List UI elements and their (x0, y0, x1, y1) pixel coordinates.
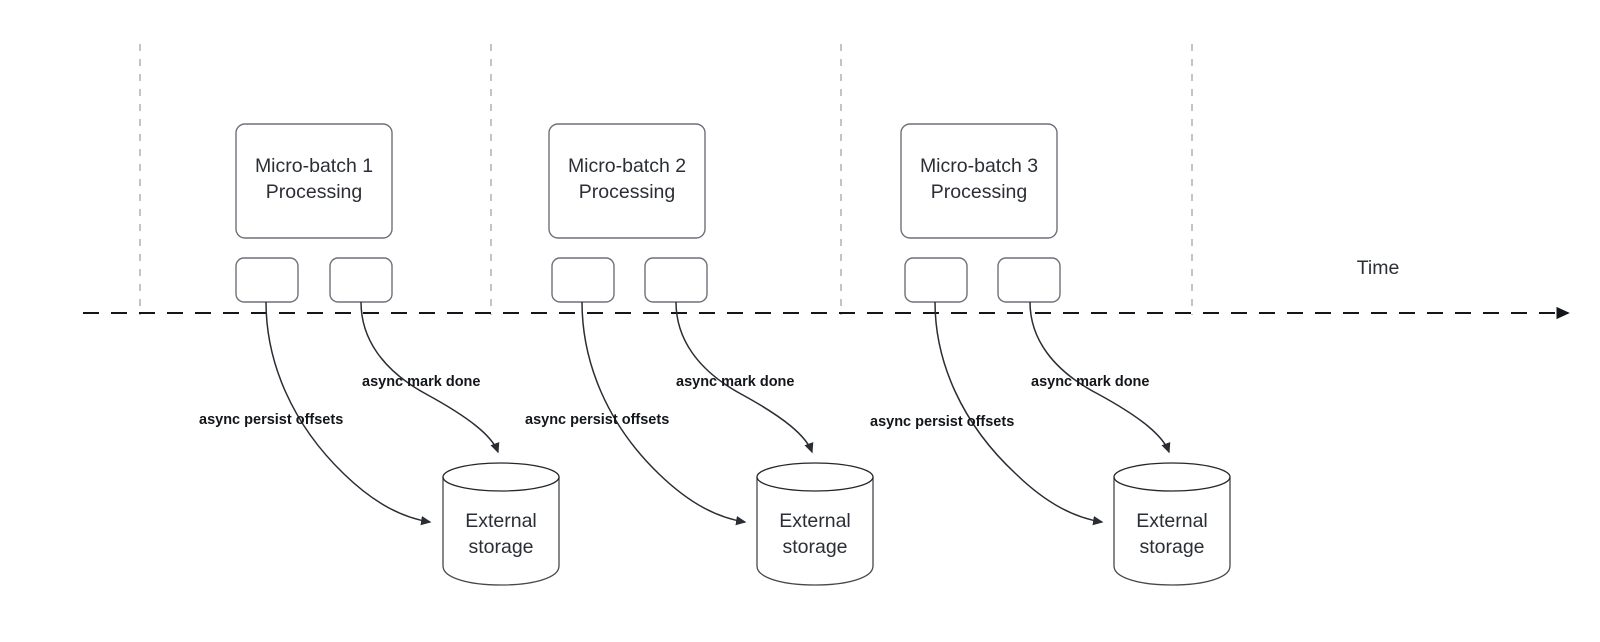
persist-offsets-task-box-2[interactable] (551, 257, 615, 303)
external-storage-cylinder-2[interactable]: External storage (756, 462, 874, 586)
time-axis-label: Time (1357, 257, 1400, 279)
async-persist-offsets-label-2: async persist offsets (525, 412, 669, 428)
process-box-2[interactable] (548, 123, 706, 239)
async-persist-offsets-curve-3 (934, 301, 1104, 526)
async-persist-offsets-curve-1 (265, 301, 432, 526)
external-storage-cylinder-3[interactable]: External storage (1113, 462, 1231, 586)
process-box-3-line1: Micro-batch 3 (920, 155, 1038, 177)
cylinder-label-1-line2: storage (468, 536, 533, 558)
process-box-1-line2: Processing (266, 181, 362, 203)
async-mark-done-curve-1 (360, 301, 500, 454)
cylinder-body-3 (1113, 476, 1231, 586)
micro-batch-group-2: Micro-batch 2 Processing async persist o… (525, 123, 874, 586)
cylinder-top-3 (1113, 462, 1231, 492)
persist-offsets-task-box-3[interactable] (904, 257, 968, 303)
cylinder-label-1-line1: External (465, 510, 537, 532)
tick-line-group (139, 44, 1193, 315)
mark-done-task-box-1[interactable] (329, 257, 393, 303)
process-box-2-line1: Micro-batch 2 (568, 155, 686, 177)
cylinder-label-2-line1: External (779, 510, 851, 532)
async-persist-offsets-label-3: async persist offsets (870, 414, 1014, 430)
micro-batch-group-1: Micro-batch 1 Processing async persist o… (199, 123, 560, 586)
cylinder-label-3-line2: storage (1139, 536, 1204, 558)
cylinder-body-2 (756, 476, 874, 586)
async-mark-done-label-1: async mark done (362, 374, 480, 390)
async-mark-done-curve-2 (675, 301, 814, 454)
process-box-1-line1: Micro-batch 1 (255, 155, 373, 177)
cylinder-body-1 (442, 476, 560, 586)
process-box-2-line2: Processing (579, 181, 675, 203)
cylinder-label-2-line2: storage (782, 536, 847, 558)
async-persist-offsets-curve-2 (581, 301, 747, 526)
micro-batch-group-3: Micro-batch 3 Processing async persist o… (870, 123, 1231, 586)
external-storage-cylinder-1[interactable]: External storage (442, 462, 560, 586)
time-axis: Time (83, 257, 1570, 320)
mark-done-task-box-3[interactable] (997, 257, 1061, 303)
async-mark-done-label-2: async mark done (676, 374, 794, 390)
async-mark-done-curve-3 (1029, 301, 1171, 454)
cylinder-top-2 (756, 462, 874, 492)
mark-done-task-box-2[interactable] (644, 257, 708, 303)
async-persist-offsets-label-1: async persist offsets (199, 412, 343, 428)
persist-offsets-task-box-1[interactable] (235, 257, 299, 303)
async-mark-done-label-3: async mark done (1031, 374, 1149, 390)
process-box-3-line2: Processing (931, 181, 1027, 203)
process-box-3[interactable] (900, 123, 1058, 239)
process-box-1[interactable] (235, 123, 393, 239)
cylinder-label-3-line1: External (1136, 510, 1208, 532)
cylinder-top-1 (442, 462, 560, 492)
